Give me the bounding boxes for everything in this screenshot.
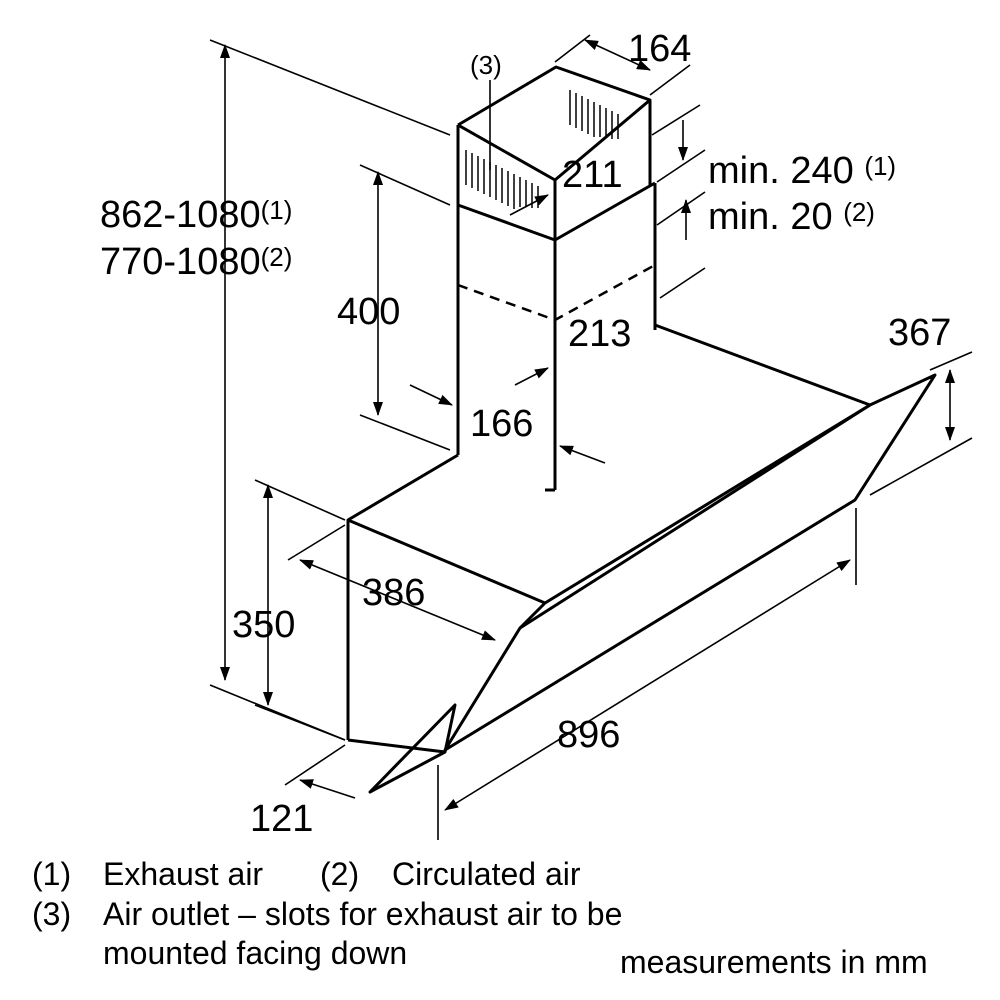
dimension-lines <box>209 34 973 840</box>
dim-211: 211 <box>562 154 623 196</box>
dashed-overlap-line <box>457 263 656 322</box>
min-exhaust: min. 240 (1) <box>708 152 896 190</box>
min-circulated-value: min. 20 <box>708 196 833 238</box>
dim-213: 213 <box>568 313 632 355</box>
total-height-exhaust-value: 862-1080 <box>100 194 261 236</box>
min-circulated: min. 20 (2) <box>708 198 875 236</box>
dim-121: 121 <box>250 798 314 840</box>
dim-896: 896 <box>557 714 621 756</box>
slots <box>465 90 619 209</box>
legend-1-number: (1) <box>32 856 72 892</box>
total-height-circulated-value: 770-1080 <box>100 241 261 283</box>
dim-367: 367 <box>888 312 952 354</box>
min-circulated-note: (2) <box>843 197 875 227</box>
legend-3-text-line2: mounted facing down <box>103 935 408 971</box>
dim-400: 400 <box>337 291 401 333</box>
min-exhaust-note: (1) <box>864 151 897 181</box>
dim-386: 386 <box>362 572 426 614</box>
legend-3-number: (3) <box>32 896 72 932</box>
dim-166: 166 <box>470 403 534 445</box>
dim-164: 164 <box>628 28 692 70</box>
total-height-exhaust-note: (1) <box>260 195 293 225</box>
total-height-circulated: 770-1080(2) <box>100 243 292 281</box>
total-height-circulated-note: (2) <box>260 242 293 272</box>
total-height-exhaust: 862-1080(1) <box>100 196 292 234</box>
dim-air-outlet-ref: (3) <box>470 50 502 80</box>
dim-350: 350 <box>232 604 296 646</box>
legend-2-text: Circulated air <box>392 856 581 892</box>
legend-1-text: Exhaust air <box>103 856 264 892</box>
units-note: measurements in mm <box>620 944 928 980</box>
min-exhaust-value: min. 240 <box>708 150 854 192</box>
legend-2-number: (2) <box>320 856 360 892</box>
legend-3-text-line1: Air outlet – slots for exhaust air to be <box>103 896 623 932</box>
